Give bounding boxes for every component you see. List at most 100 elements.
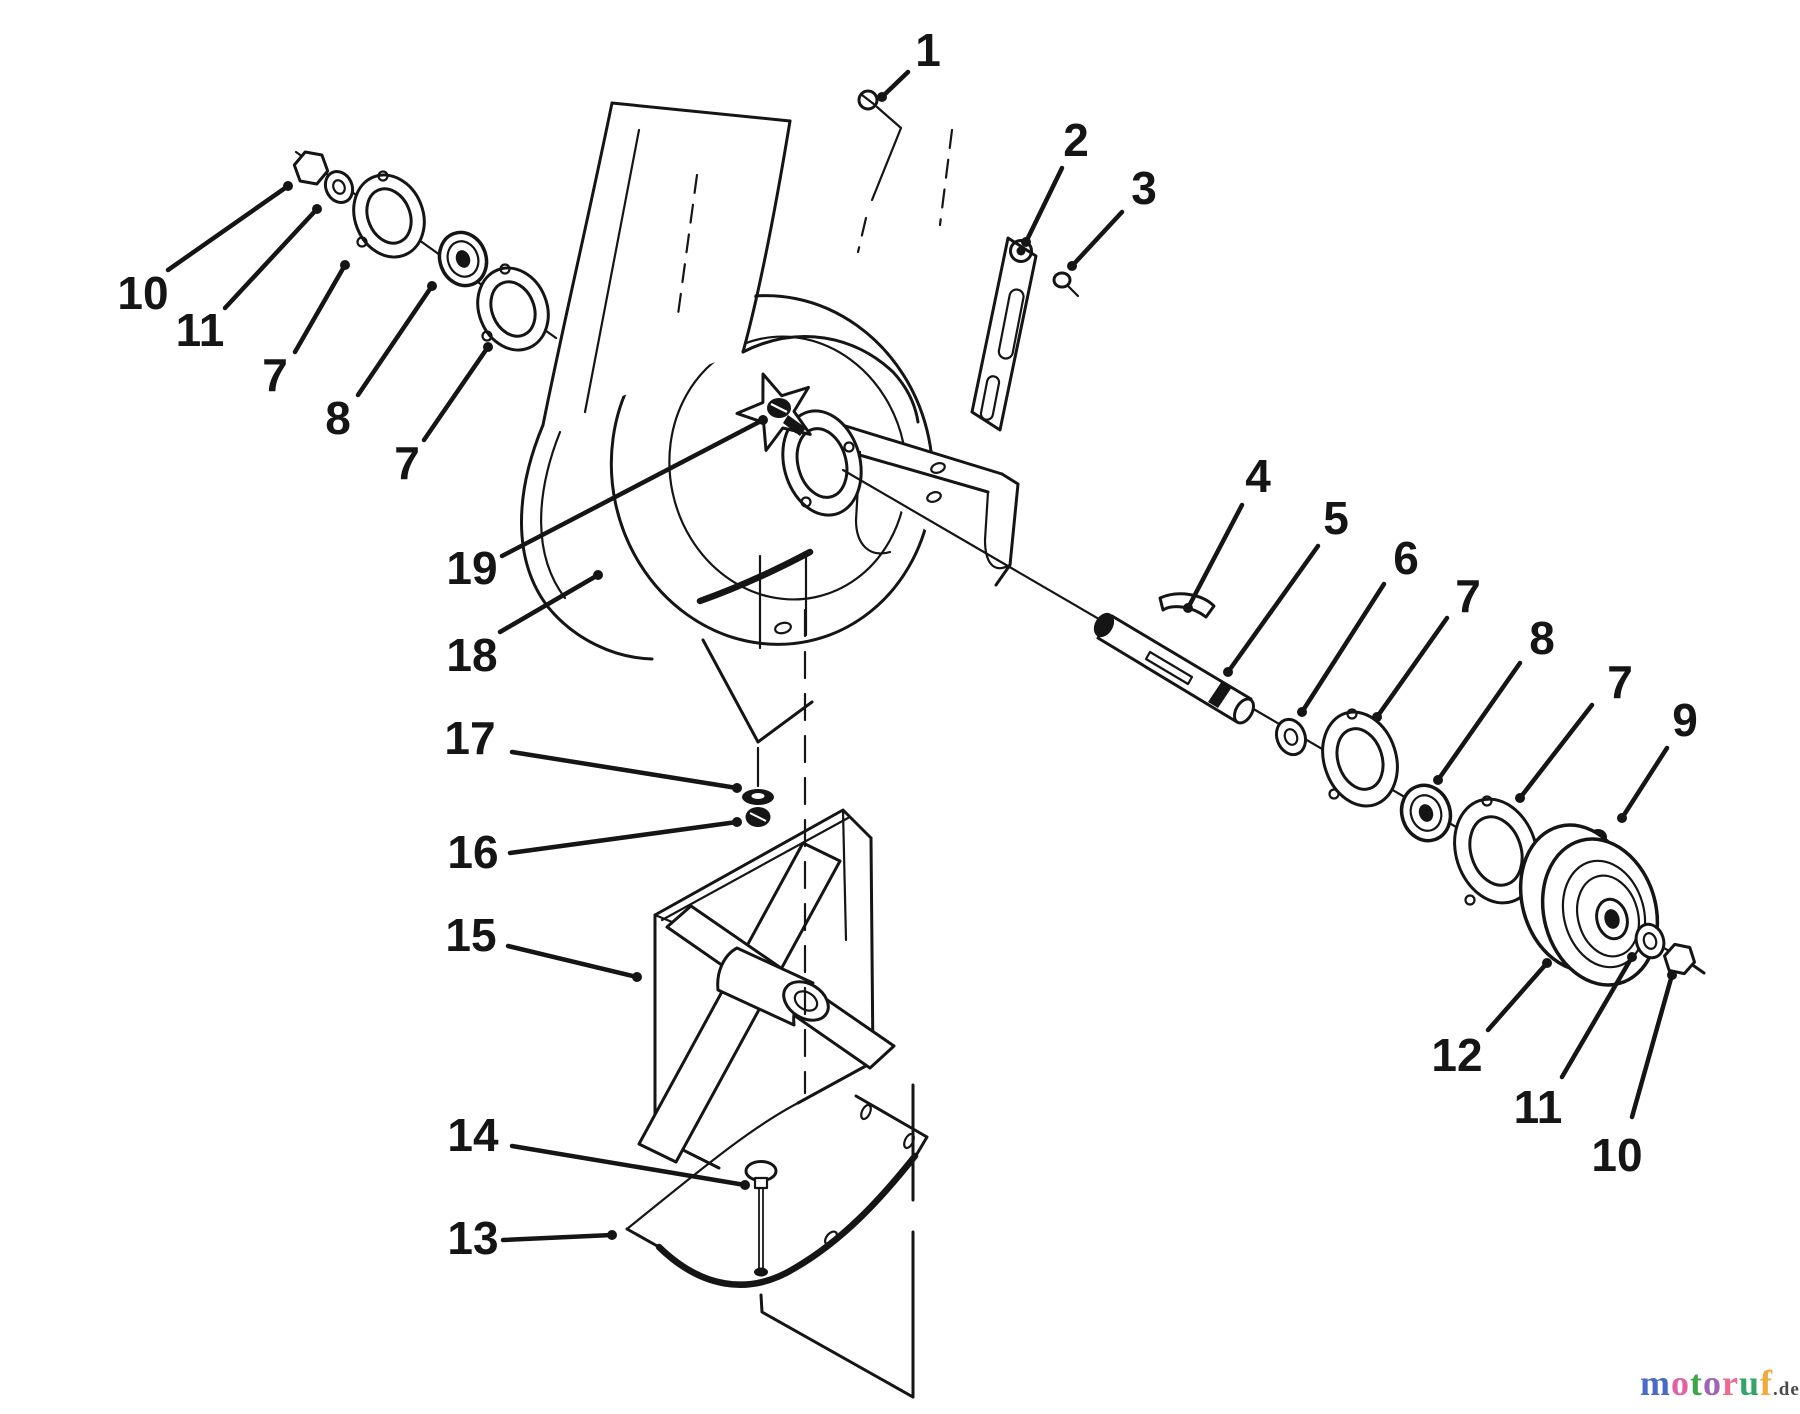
- callout-label-8-7: 8: [1529, 612, 1555, 664]
- callout-leader-3-2: [1069, 209, 1125, 269]
- flange-right2-hole-a: [1481, 795, 1493, 807]
- left-fastener-stack: [292, 150, 558, 352]
- deflector-plate: [854, 1094, 929, 1161]
- impeller-blade-a: [637, 841, 842, 1164]
- callout-label-8-16: 8: [325, 392, 351, 444]
- callout-leader-11-14: [222, 206, 320, 311]
- bearing-flange-left-outer: [352, 173, 426, 259]
- hex-nut-right-facet: [1663, 954, 1671, 972]
- callout-dot-16-21: [732, 817, 742, 827]
- blower-housing: [520, 89, 1080, 827]
- callout-dot-5-4: [1223, 667, 1233, 677]
- callout-leader-10-13: [165, 183, 291, 273]
- flange-hole-c: [800, 496, 812, 508]
- callout-dot-19-18: [758, 415, 768, 425]
- hex-nut-right-stub: [1692, 964, 1706, 975]
- callout-dot-10-13: [283, 181, 293, 191]
- callout-dot-12-10: [1542, 958, 1552, 968]
- bracket-channel: [983, 490, 1012, 570]
- pulley-groove: [1561, 859, 1647, 969]
- callout-label-3-2: 3: [1131, 162, 1157, 214]
- chute-top-edge: [610, 101, 792, 123]
- callout-label-4-3: 4: [1245, 450, 1271, 502]
- callout-dot-15-22: [632, 972, 642, 982]
- callout-label-18-19: 18: [446, 629, 497, 681]
- bolt-14-shank: [758, 1188, 764, 1268]
- bearing-flange-left2-bore: [489, 280, 537, 338]
- box-rim-inner: [660, 816, 850, 922]
- callout-leader-11-11: [1559, 954, 1635, 1080]
- callout-label-11-14: 11: [176, 304, 225, 356]
- deflector-hole-a: [860, 1103, 872, 1121]
- watermark-suffix: .de: [1773, 1379, 1800, 1400]
- callout-dot-7-17: [483, 342, 493, 352]
- bolt-14-end: [754, 1267, 768, 1277]
- flange-right2-hole-b: [1464, 894, 1476, 906]
- flange-left2-hole-a: [499, 263, 511, 275]
- bearing-flange-right2-bore: [1468, 815, 1524, 887]
- impeller-bolt-shank: [783, 415, 806, 436]
- washer-6-hole: [1283, 728, 1299, 746]
- callout-label-17-20: 17: [444, 712, 495, 764]
- chute-left-edge: [541, 101, 614, 427]
- callout-label-14-23: 14: [447, 1109, 499, 1161]
- pulley-hub: [1595, 897, 1629, 941]
- strap-eyelet-hole: [1016, 246, 1026, 256]
- box-back-edge: [841, 808, 848, 942]
- pin-3: [1052, 271, 1072, 289]
- bearing-right-bore: [1418, 804, 1434, 822]
- flange-left-hole-a: [377, 170, 389, 182]
- chute-right-edge: [741, 119, 792, 354]
- callout-leader-9-9: [1619, 745, 1670, 821]
- volute-right-edge: [741, 335, 920, 424]
- idler-strap: [970, 236, 1038, 432]
- shaft-5-keyway: [1144, 650, 1194, 686]
- watermark-letter: o: [1671, 1363, 1690, 1403]
- callout-dot-17-20: [732, 783, 742, 793]
- callout-label-7-8: 7: [1607, 656, 1633, 708]
- bolt-14-neck: [753, 1176, 769, 1190]
- callout-leader-2-1: [1023, 165, 1065, 245]
- callout-leader-16-21: [507, 819, 740, 856]
- callout-leader-5-4: [1225, 543, 1321, 675]
- strap-eyelet: [1009, 239, 1033, 263]
- callout-dot-18-19: [593, 570, 603, 580]
- callout-leader-8-7: [1435, 660, 1523, 783]
- volute-bottom-inner: [540, 430, 567, 600]
- discharge-lip-arc: [696, 548, 814, 605]
- callout-dot-13-24: [607, 1230, 617, 1240]
- watermark-letter: t: [1690, 1363, 1703, 1403]
- callout-leader-1-0: [879, 69, 911, 100]
- flange-hole-b: [843, 441, 855, 453]
- callout-dot-11-14: [312, 204, 322, 214]
- housing-bolt-1: [857, 89, 879, 111]
- chute-inner-line: [583, 128, 641, 414]
- washer-11-right: [1634, 922, 1666, 960]
- hex-nut-left-facet: [293, 163, 302, 183]
- callout-dot-2-1: [1021, 237, 1031, 247]
- volute-bottom-edge: [520, 423, 654, 661]
- bolt-1-projection-line: [870, 105, 903, 202]
- callout-dot-10-12: [1667, 970, 1677, 980]
- callout-leader-19-18: [499, 417, 766, 559]
- impeller-hub-bore: [793, 990, 819, 1012]
- shaft-5-end-cap: [1233, 697, 1255, 725]
- callout-label-10-13: 10: [117, 267, 168, 319]
- callout-leader-6-5: [1299, 581, 1387, 715]
- callout-label-7-15: 7: [262, 349, 288, 401]
- washer-left-hole: [332, 179, 346, 195]
- callout-leader-7-6: [1374, 615, 1450, 720]
- washer-6: [1274, 717, 1308, 757]
- callout-label-7-17: 7: [394, 437, 420, 489]
- deflector-hole-c: [823, 1230, 839, 1246]
- nut-16-facet: [749, 812, 767, 822]
- impeller-bolt-slot: [770, 403, 788, 413]
- callout-leader-15-22: [505, 943, 640, 980]
- outlet-funnel: [701, 638, 814, 744]
- callout-leader-18-19: [497, 572, 601, 635]
- callout-label-13-24: 13: [447, 1212, 498, 1264]
- callout-label-6-5: 6: [1393, 532, 1419, 584]
- watermark-letter: r: [1722, 1363, 1739, 1403]
- deflector-inner-curve: [625, 1096, 810, 1231]
